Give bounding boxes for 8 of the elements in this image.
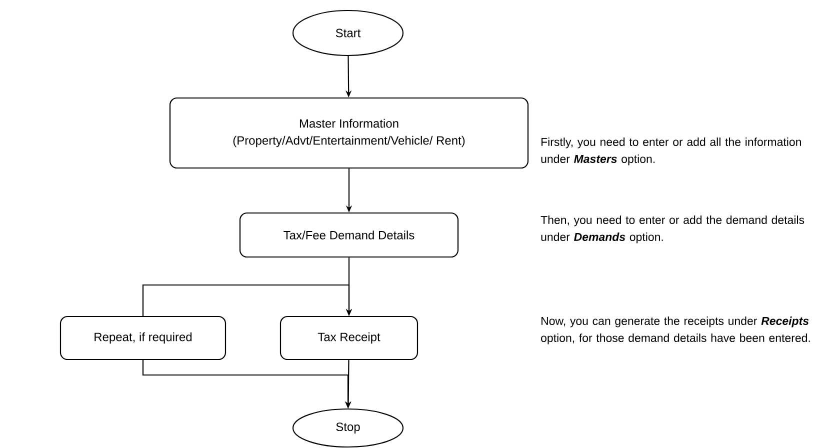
process-box: Master Information (Property/Advt/Entertainment/Vehicle/ Rent) — [169, 97, 529, 169]
note-text: Firstly, you need to enter or add all the information under Masters option. — [541, 138, 801, 166]
process-box: Tax Receipt — [280, 316, 418, 360]
process-box: Repeat, if required — [60, 316, 226, 360]
note-text: Now, you can generate the receipts under Receipts option, for those demand details have been entered. — [541, 316, 810, 344]
arrow — [142, 284, 352, 316]
process-box: Tax/Fee Demand Details — [239, 212, 459, 258]
note-text: Then, you need to enter or add the demand details under Demands option. — [540, 216, 804, 244]
